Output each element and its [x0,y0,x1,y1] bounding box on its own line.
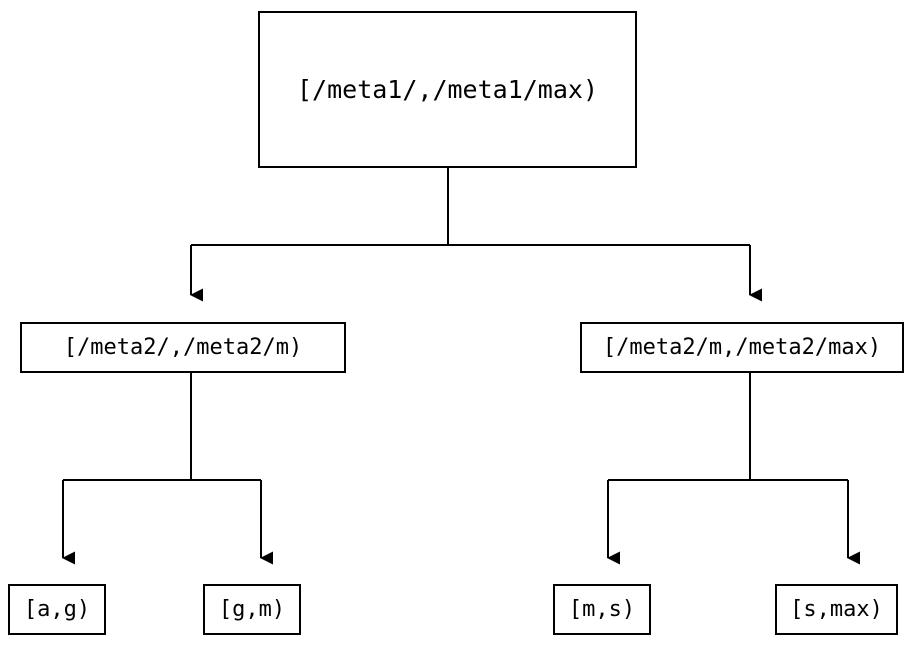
tree-node-mid-left-label: [/meta2/,/meta2/m) [63,334,303,360]
tree-node-root-label: [/meta1/,/meta1/max) [296,75,599,104]
tree-node-leaf-a-g[interactable]: [a,g) [8,584,106,635]
tree-node-leaf-g-m[interactable]: [g,m) [203,584,301,635]
tree-node-leaf-a-g-label: [a,g) [23,596,91,622]
tree-node-leaf-g-m-label: [g,m) [218,596,286,622]
tree-node-leaf-s-max-label: [s,max) [790,596,883,622]
tree-node-leaf-m-s-label: [m,s) [568,596,636,622]
tree-node-mid-left[interactable]: [/meta2/,/meta2/m) [20,322,346,373]
tree-node-leaf-s-max[interactable]: [s,max) [775,584,898,635]
tree-node-root[interactable]: [/meta1/,/meta1/max) [258,11,637,168]
tree-node-leaf-m-s[interactable]: [m,s) [553,584,651,635]
tree-node-mid-right-label: [/meta2/m,/meta2/max) [602,334,882,360]
tree-node-mid-right[interactable]: [/meta2/m,/meta2/max) [580,322,904,373]
